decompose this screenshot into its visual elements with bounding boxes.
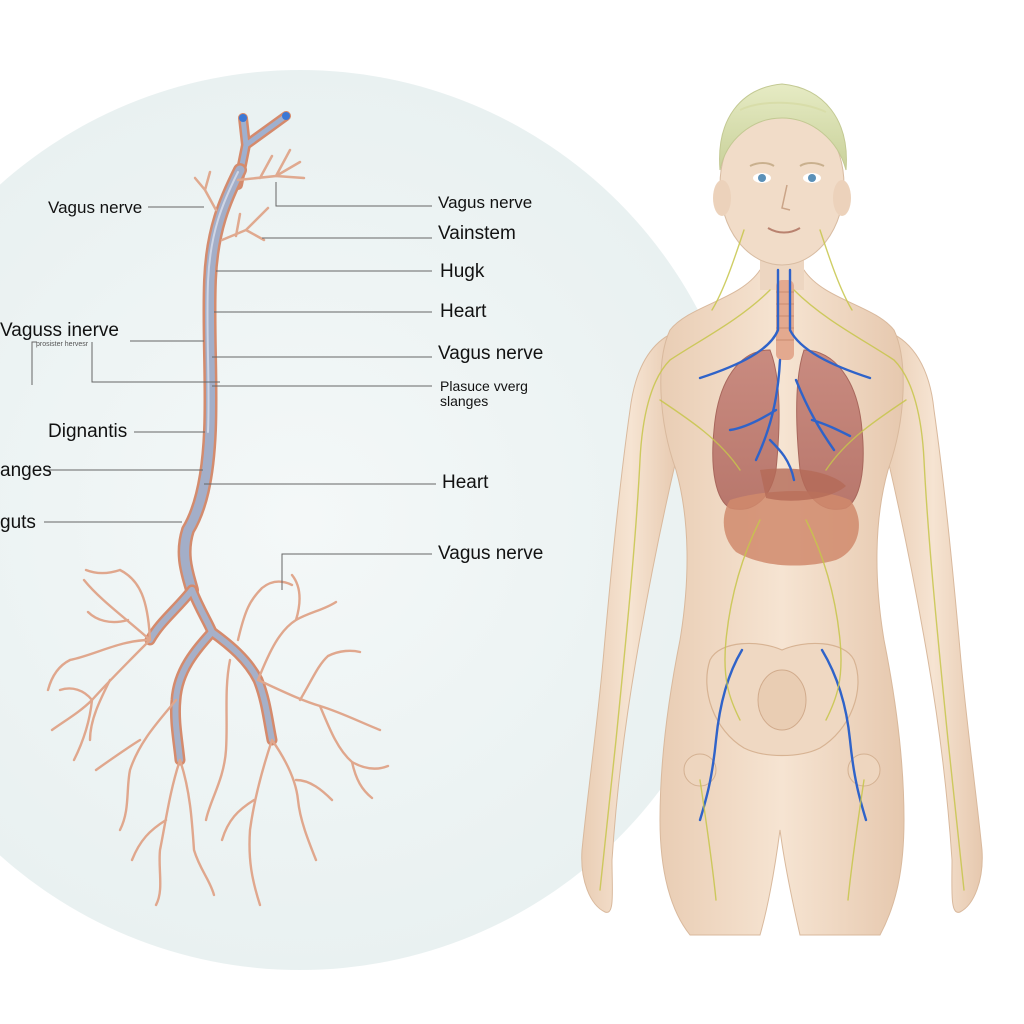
stomach [723,490,859,566]
label-tiny-caption: prosister hervesr [36,341,89,348]
label-plasure-line2: slanges [440,393,489,409]
left-leader-lines [31,206,220,523]
right-arm [883,329,983,913]
nerve-fine-branches [46,568,390,907]
vagus-nerve-tree [46,111,390,907]
left-arm [581,329,681,913]
nerve-cut-end-right [282,112,290,120]
label-guts: guts [0,512,36,533]
label-heart-1: Heart [440,301,487,322]
liver [760,468,846,501]
right-leader-lines [204,182,436,590]
blue-vessels [698,268,872,822]
yellow-nerves [599,229,965,901]
human-figure [581,83,983,936]
label-plasure-line1: Plasuce vverg [440,378,528,394]
label-hugk: Hugk [440,261,485,282]
label-diaphragm: Dignantis [48,421,128,442]
label-vaguss-inerve: Vaguss inerve [0,320,119,341]
left-eye [758,174,766,182]
label-vagus-nerve-top-left: Vagus nerve [48,198,143,217]
label-langes: anges [0,460,52,481]
right-eye [808,174,816,182]
label-vagus-nerve-2: Vagus nerve [438,343,544,364]
label-vagus-nerve-3: Vagus nerve [438,543,544,564]
label-vainstem: Vainstem [438,223,516,244]
nerve-cut-end-left [239,114,247,122]
mouth [767,227,801,234]
label-vagus-nerve-1: Vagus nerve [438,193,533,212]
torso [659,269,905,936]
label-heart-2: Heart [442,472,489,493]
backdrop-circle [0,70,750,970]
